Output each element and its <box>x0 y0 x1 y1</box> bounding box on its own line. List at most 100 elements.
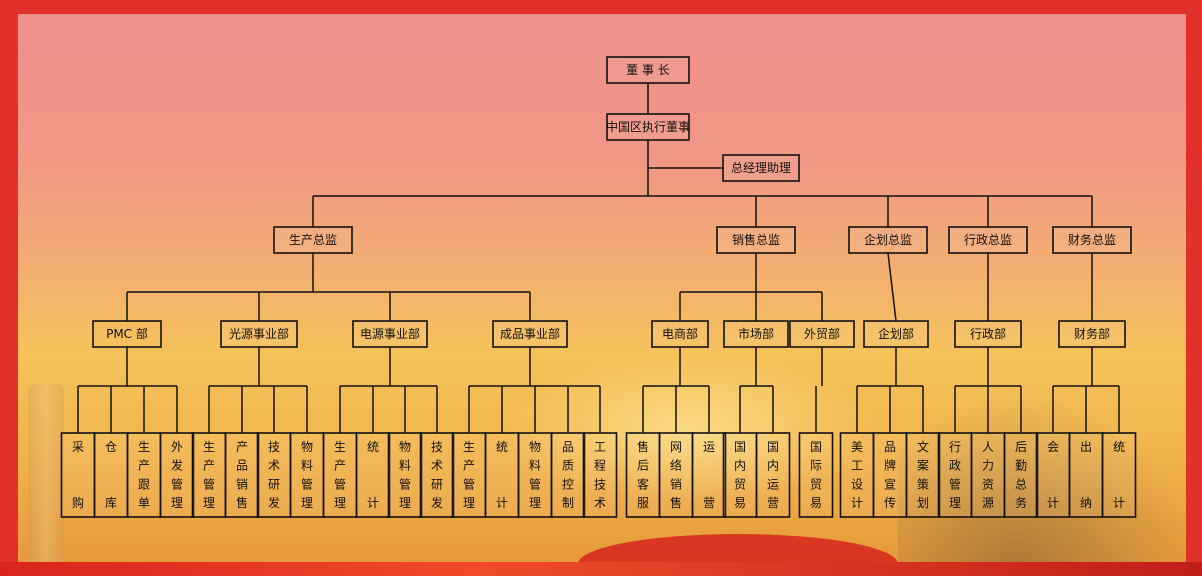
leaf-label-3-0-1: 人力资源 <box>982 440 994 510</box>
unit-node-1-2-label: 外贸部 <box>804 326 840 341</box>
leaf-label-0-2-1: 统计 <box>367 440 379 510</box>
leaf-cell-0-0-3 <box>159 432 195 518</box>
leaf-label-0-1-0: 生产管理 <box>203 440 215 510</box>
director-node-0: 生产总监 <box>273 226 353 254</box>
general-manager-assistant-node: 总经理助理 <box>722 154 800 182</box>
leaf-label-2-0-1: 品牌宣传 <box>884 440 896 510</box>
unit-node-0-2-box <box>352 320 428 348</box>
director-node-2-box <box>848 226 928 254</box>
leaf-cell-2-0-1 <box>872 432 908 518</box>
leaf-cell-1-0-2 <box>691 432 727 518</box>
director-node-4: 财务总监 <box>1052 226 1132 254</box>
unit-node-1-0: 电商部 <box>651 320 709 348</box>
leaf-cell-1-1-0 <box>722 432 758 518</box>
executive-director-node-label: 中国区执行董事 <box>606 119 690 134</box>
leaf-cell-1-0-1 <box>658 432 694 518</box>
chairman-node-label: 董 事 长 <box>626 63 670 77</box>
leaf-label-0-0-3: 外发管理 <box>171 440 183 510</box>
leaf-label-3-0-0: 行政管理 <box>949 440 961 510</box>
leaf-cell-4-0-0 <box>1035 432 1071 518</box>
unit-node-1-2-box <box>789 320 855 348</box>
leaf-cell-2-0-2 <box>905 432 941 518</box>
leaf-cell-0-0-0 <box>60 432 96 518</box>
unit-node-0-1-label: 光源事业部 <box>229 326 289 341</box>
general-manager-assistant-node-box <box>722 154 800 182</box>
leaf-label-0-3-4: 工程技术 <box>594 440 606 510</box>
unit-node-4-0-box <box>1058 320 1126 348</box>
director-node-3-label: 行政总监 <box>964 233 1012 247</box>
unit-node-3-0: 行政部 <box>954 320 1022 348</box>
leaf-cell-0-3-4 <box>582 432 618 518</box>
unit-node-1-0-box <box>651 320 709 348</box>
leaf-label-4-0-1: 出纳 <box>1080 440 1092 510</box>
unit-node-3-0-label: 行政部 <box>970 326 1006 341</box>
leaf-cell-3-0-2 <box>1003 432 1039 518</box>
leaf-label-0-2-0: 生产管理 <box>334 440 346 510</box>
leaf-label-0-1-2: 技术研发 <box>268 440 280 510</box>
unit-node-1-1: 市场部 <box>723 320 789 348</box>
leaf-label-1-1-0: 国内贸易 <box>734 440 746 510</box>
unit-node-2-0-label: 企划部 <box>878 326 914 341</box>
leaf-cell-0-2-2 <box>387 432 423 518</box>
unit-node-4-0-label: 财务部 <box>1074 326 1110 341</box>
leaf-label-0-2-3: 技术研发 <box>431 440 443 510</box>
director-node-1-label: 销售总监 <box>732 232 780 247</box>
unit-node-0-3-box <box>492 320 568 348</box>
chairman-node: 董 事 长 <box>606 56 690 84</box>
leaf-cell-0-1-3 <box>289 432 325 518</box>
leaf-cell-4-0-1 <box>1068 432 1104 518</box>
leaf-label-0-1-1: 产品销售 <box>236 440 248 510</box>
unit-node-2-0: 企划部 <box>863 320 929 348</box>
general-manager-assistant-node-label: 总经理助理 <box>731 161 791 175</box>
chairman-node-box <box>606 56 690 84</box>
leaf-cell-2-0-0 <box>839 432 875 518</box>
leaf-label-0-1-3: 物料管理 <box>301 440 313 510</box>
unit-node-4-0: 财务部 <box>1058 320 1126 348</box>
leaf-cell-0-0-1 <box>93 432 129 518</box>
leaf-label-0-3-3: 品质控制 <box>562 440 574 510</box>
sunburst-decoration <box>498 354 878 504</box>
leaf-cell-4-0-2 <box>1101 432 1137 518</box>
leaf-label-4-0-0: 会计 <box>1047 440 1059 510</box>
unit-node-1-1-label: 市场部 <box>738 326 774 341</box>
leaf-cell-0-2-0 <box>322 432 358 518</box>
unit-node-0-2: 电源事业部 <box>352 320 428 348</box>
leaf-label-0-3-0: 生产管理 <box>463 440 475 510</box>
leaf-cell-3-0-0 <box>937 432 973 518</box>
unit-node-0-1-box <box>220 320 298 348</box>
leaf-cell-1-2-0 <box>798 432 834 518</box>
unit-node-1-0-label: 电商部 <box>662 326 698 341</box>
figures-decoration <box>898 394 1186 562</box>
executive-director-node: 中国区执行董事 <box>606 113 690 141</box>
pillar-decoration <box>28 384 64 562</box>
bottom-stripe <box>0 562 1202 576</box>
unit-node-2-0-box <box>863 320 929 348</box>
leaf-label-1-0-0: 售后客服 <box>637 439 649 510</box>
unit-node-1-1-box <box>723 320 789 348</box>
unit-node-0-0: PMC 部 <box>92 320 162 348</box>
director-node-1: 销售总监 <box>716 226 796 254</box>
director-node-2: 企划总监 <box>848 226 928 254</box>
leaf-label-0-3-2: 物料管理 <box>529 440 541 510</box>
unit-node-0-0-box <box>92 320 162 348</box>
unit-node-1-2: 外贸部 <box>789 320 855 348</box>
leaf-label-1-0-1: 网络销售 <box>670 440 682 510</box>
leaf-cell-0-1-1 <box>224 432 260 518</box>
director-node-0-box <box>273 226 353 254</box>
connector-lines <box>77 83 1120 433</box>
unit-node-0-2-label: 电源事业部 <box>360 326 420 341</box>
unit-node-0-0-label: PMC 部 <box>106 326 148 341</box>
leaf-label-0-2-2: 物料管理 <box>399 440 411 510</box>
leaf-label-2-0-2: 文案策划 <box>917 439 929 510</box>
director-node-3: 行政总监 <box>948 226 1028 254</box>
unit-node-0-3-label: 成品事业部 <box>500 326 560 341</box>
director-node-0-label: 生产总监 <box>289 233 337 247</box>
unit-node-0-1: 光源事业部 <box>220 320 298 348</box>
leaf-label-1-1-1: 国内运营 <box>767 440 779 510</box>
leaf-label-2-0-0: 美工设计 <box>851 440 863 510</box>
director-node-1-box <box>716 226 796 254</box>
leaf-cell-0-3-3 <box>550 432 586 518</box>
